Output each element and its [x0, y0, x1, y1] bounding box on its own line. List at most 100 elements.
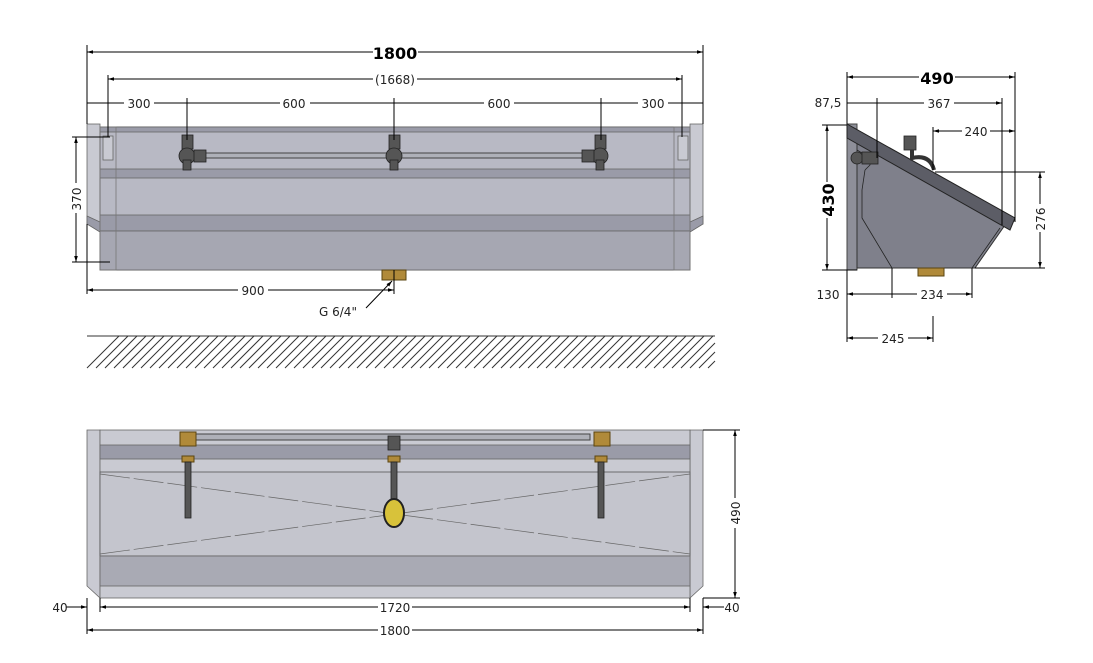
- hatch-line: [185, 335, 219, 369]
- tap-top-left: [181, 455, 195, 519]
- dim-bottom-width: 234: [921, 288, 944, 302]
- dim-overall-width: 1800: [373, 44, 418, 63]
- hatch-line: [617, 335, 651, 369]
- dim-top-overall-width: 1800: [380, 624, 411, 638]
- dim-front-height: 276: [1034, 208, 1048, 231]
- dim-spacing-2: 600: [283, 97, 306, 111]
- dim-back-offset: 87,5: [815, 96, 842, 110]
- hatch-line: [518, 335, 552, 369]
- hatch-line: [491, 335, 525, 369]
- hatch-line: [203, 335, 237, 369]
- left-end-panel: [86, 123, 101, 225]
- hatch-line: [167, 335, 201, 369]
- dim-spacing-4: 300: [642, 97, 665, 111]
- drain-thread-label: G 6/4": [319, 305, 357, 319]
- hatch-line: [626, 335, 660, 369]
- hatch-line: [428, 335, 462, 369]
- dim-drain-depth: 245: [882, 332, 905, 346]
- hatch-line: [149, 335, 183, 369]
- hatch-line: [563, 335, 597, 369]
- hatch-line: [284, 335, 318, 369]
- hatch-line: [257, 335, 291, 369]
- hatch-line: [95, 335, 129, 369]
- dim-bottom-back: 130: [817, 288, 840, 302]
- hatch-line: [293, 335, 327, 369]
- hatch-line: [230, 335, 264, 369]
- hatch-line: [464, 335, 498, 369]
- hatch-line: [527, 335, 561, 369]
- hatch-line: [221, 335, 255, 369]
- hatch-line: [239, 335, 273, 369]
- top-view: 490 1720 40 40 1800: [52, 429, 743, 638]
- hatch-line: [473, 335, 507, 369]
- hatch-line: [653, 335, 687, 369]
- hatch-line: [482, 335, 516, 369]
- hatch-line: [554, 335, 588, 369]
- hatch-line: [635, 335, 669, 369]
- tap-center: [385, 134, 403, 171]
- hatch-line: [545, 335, 579, 369]
- hatch-line: [86, 335, 120, 369]
- floor-hatch: [86, 335, 716, 369]
- dim-side-height: 430: [819, 183, 838, 216]
- tap-left: [178, 134, 207, 171]
- hatch-line: [194, 335, 228, 369]
- hatch-line: [707, 360, 716, 369]
- dim-right-margin: 40: [724, 601, 739, 615]
- tap-top-right: [594, 455, 608, 519]
- hatch-line: [122, 335, 156, 369]
- hatch-line: [698, 351, 716, 369]
- dim-spacing-1: 300: [128, 97, 151, 111]
- hatch-line: [131, 335, 165, 369]
- dim-inner-width: 1720: [380, 601, 411, 615]
- right-end-panel: [689, 123, 704, 225]
- hatch-line: [383, 335, 417, 369]
- hatch-line: [158, 335, 192, 369]
- dim-spout-offset: 240: [965, 125, 988, 139]
- hatch-line: [455, 335, 489, 369]
- hatch-line: [365, 335, 399, 369]
- hatch-line: [248, 335, 282, 369]
- hatch-line: [104, 335, 138, 369]
- hatch-line: [212, 335, 246, 369]
- hatch-line: [356, 335, 390, 369]
- hatch-line: [644, 335, 678, 369]
- dim-top-depth: 490: [729, 502, 743, 525]
- dim-spacing-3: 600: [488, 97, 511, 111]
- dim-tap-span: (1668): [375, 73, 415, 87]
- hatch-line: [671, 335, 705, 369]
- dim-tap-reach: 367: [928, 97, 951, 111]
- hatch-line: [338, 335, 372, 369]
- hatch-line: [410, 335, 444, 369]
- dim-left-margin: 40: [52, 601, 67, 615]
- hatch-line: [509, 335, 543, 369]
- hatch-line: [608, 335, 642, 369]
- hatch-line: [572, 335, 606, 369]
- drain-grate: [383, 498, 405, 528]
- hatch-line: [689, 342, 716, 369]
- hatch-line: [437, 335, 471, 369]
- hatch-line: [302, 335, 336, 369]
- hatch-line: [662, 335, 696, 369]
- hatch-line: [374, 335, 408, 369]
- front-view: 1800 (1668) 300 600 600 300 370 900 G 6/…: [69, 44, 704, 319]
- dim-drain-offset: 900: [242, 284, 265, 298]
- hatch-line: [446, 335, 480, 369]
- hatch-line: [140, 335, 174, 369]
- hatch-line: [500, 335, 534, 369]
- hatch-line: [275, 335, 309, 369]
- dim-depth: 490: [920, 69, 953, 88]
- hatch-line: [113, 335, 147, 369]
- hatch-line: [680, 335, 714, 369]
- dim-height: 370: [70, 188, 84, 211]
- hatch-line: [401, 335, 435, 369]
- hatch-line: [419, 335, 453, 369]
- hatch-line: [329, 335, 363, 369]
- side-view: 490 87,5 367 240 430 276 130 234 245: [815, 69, 1048, 346]
- hatch-line: [311, 335, 345, 369]
- hatch-line: [347, 335, 381, 369]
- hatch-line: [392, 335, 426, 369]
- hatch-line: [536, 335, 570, 369]
- hatch-line: [320, 335, 354, 369]
